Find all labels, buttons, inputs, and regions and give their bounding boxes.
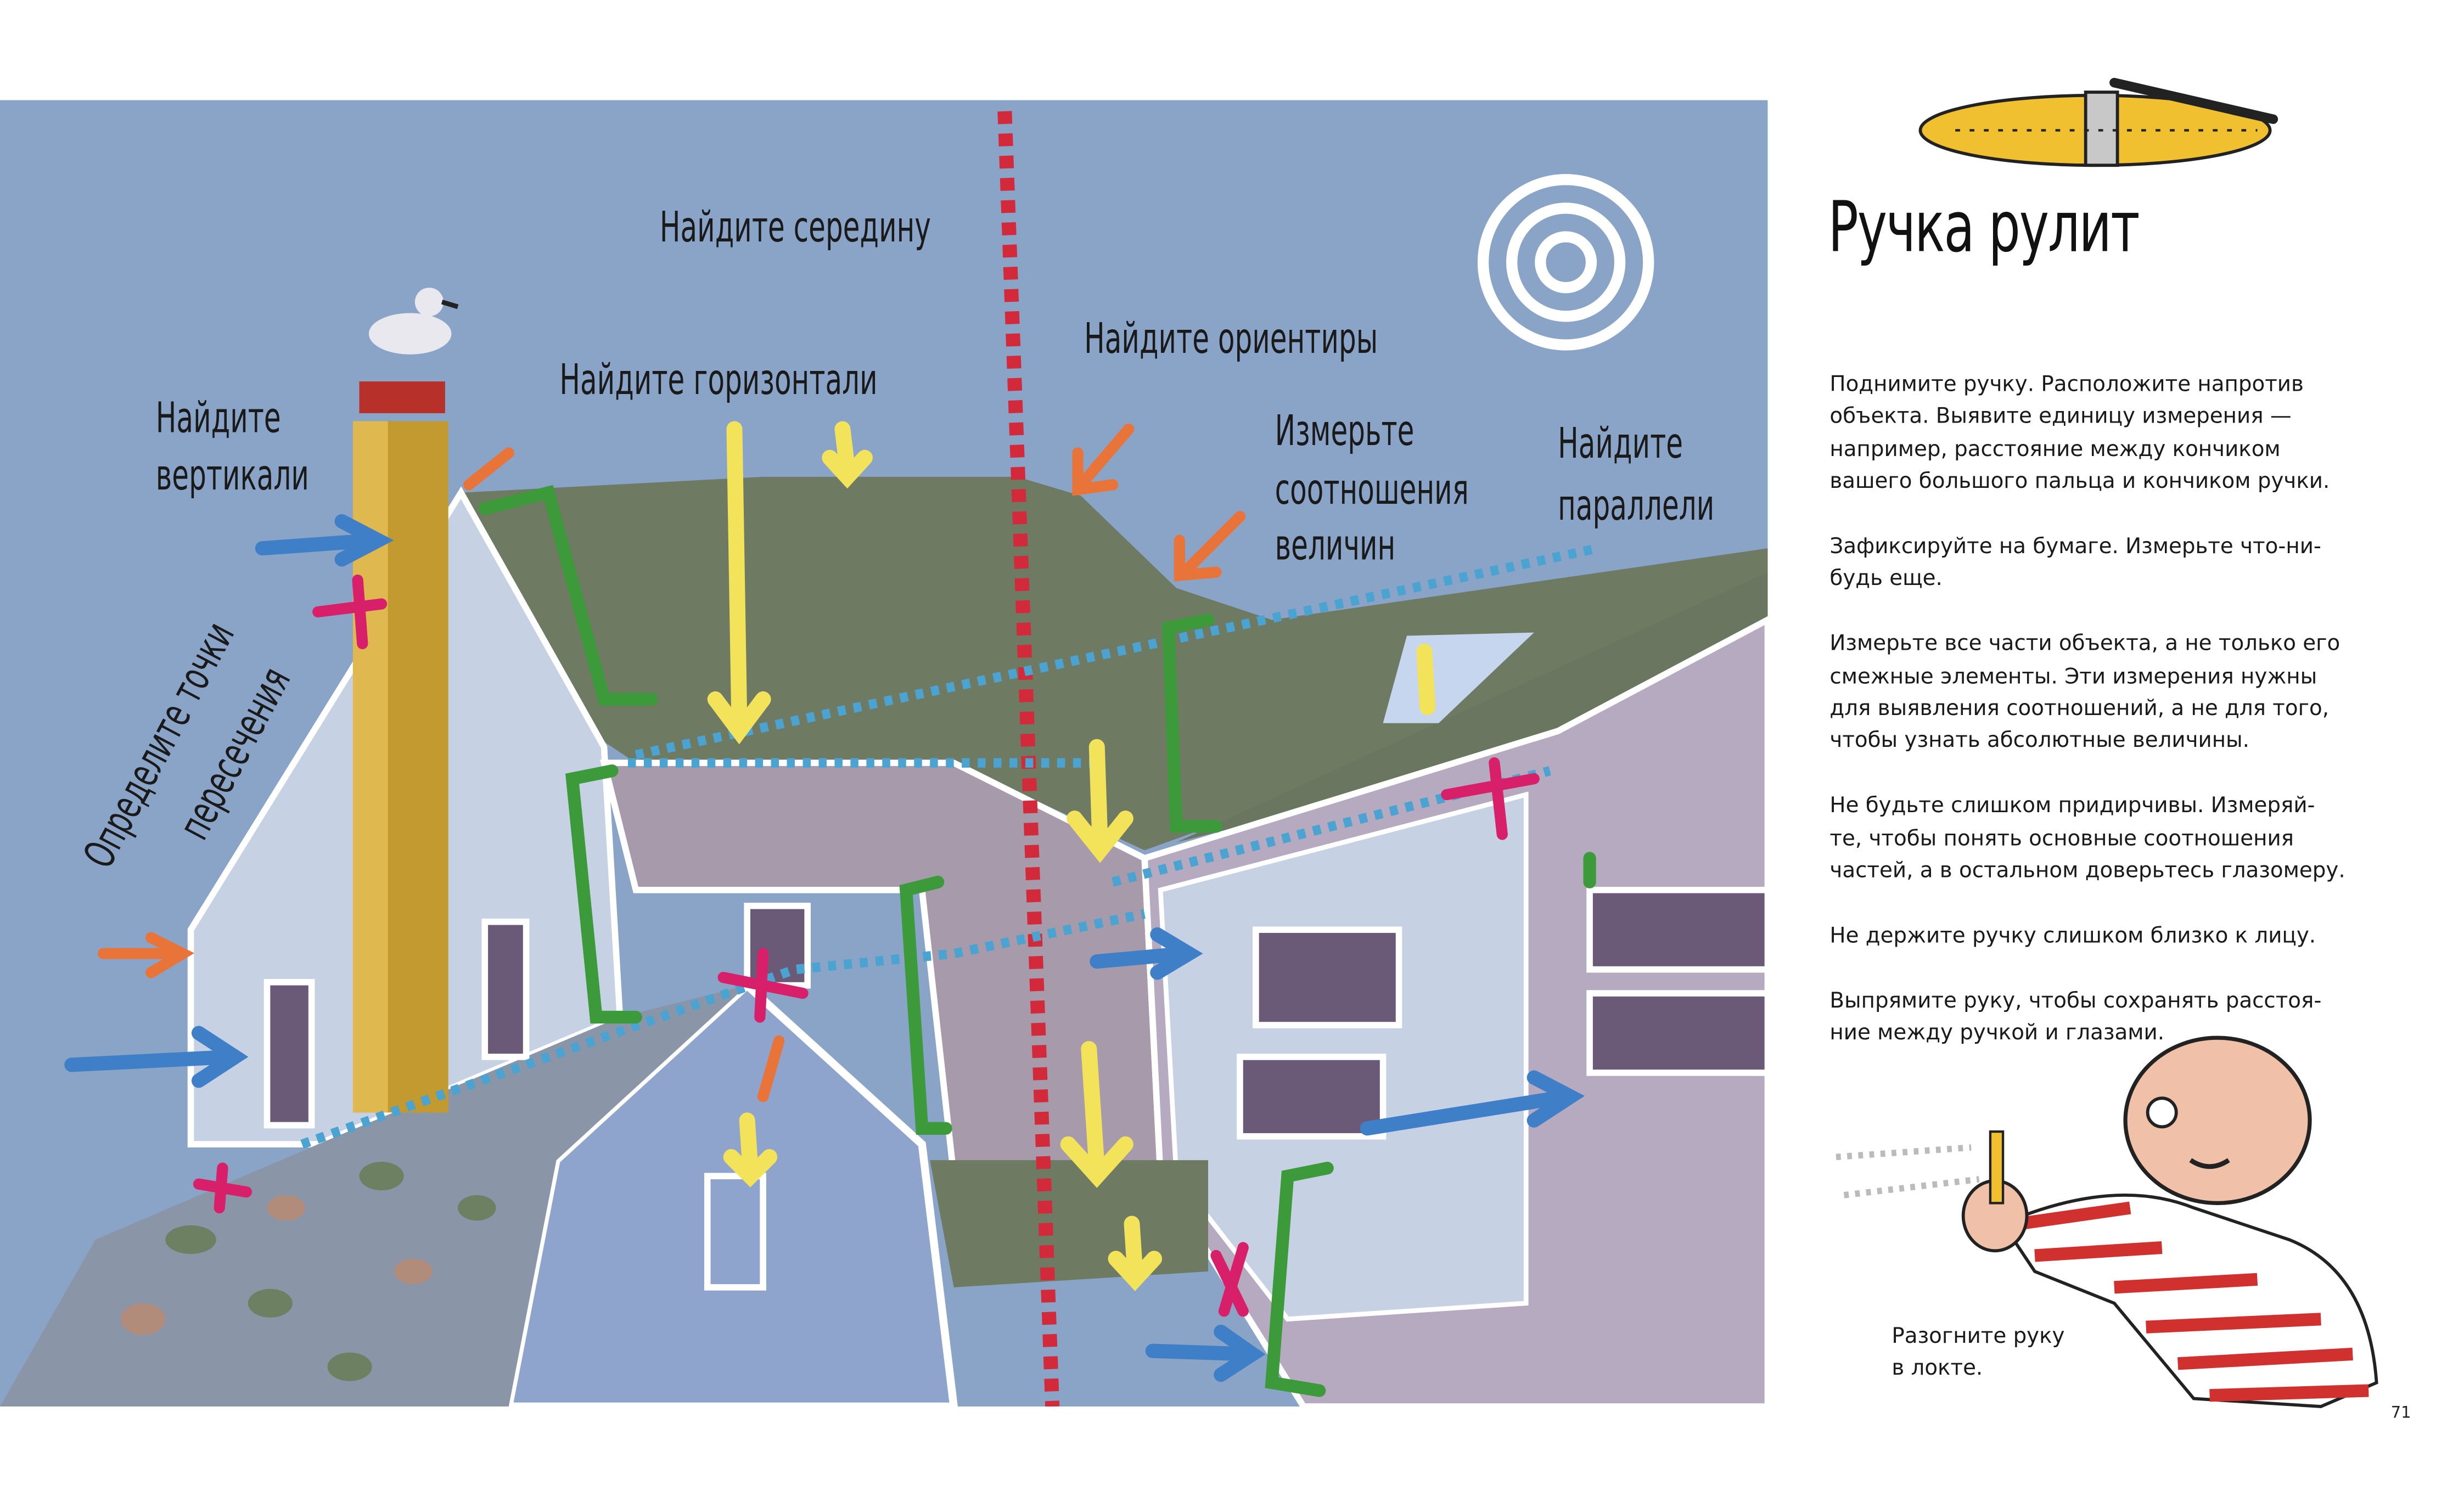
label-parallels-line2: параллели xyxy=(1558,481,1714,530)
parallel-dotted-lines xyxy=(300,543,1599,1149)
page-number: 71 xyxy=(2390,1405,2411,1423)
blue-arrows xyxy=(64,514,1585,1382)
label-find-landmarks: Найдите ориентиры xyxy=(1084,314,1378,363)
page-title: Ручка рулит xyxy=(1828,187,2140,269)
sun-swirl-icon xyxy=(1477,174,1654,351)
instructions-text: Поднимите ручку. Расположите напротив об… xyxy=(1829,370,2354,1084)
label-measure-line2: соотношения xyxy=(1275,465,1469,514)
pen-icon xyxy=(1918,77,2278,167)
seagull-icon xyxy=(368,288,459,355)
label-find-middle: Найдите середину xyxy=(660,203,931,252)
magenta-intersection-marks xyxy=(193,574,1540,1317)
yellow-arrows xyxy=(707,421,1436,1291)
stones xyxy=(121,1162,496,1381)
hill xyxy=(461,476,1768,851)
label-parallels-line1: Найдите xyxy=(1558,419,1683,468)
stone-wall xyxy=(0,985,748,1407)
paragraph: Зафиксируйте на бумаге. Измерьте что-ни-… xyxy=(1829,536,2321,592)
label-find-horizontals: Найдите горизонтали xyxy=(559,356,877,404)
paragraph: Не будьте слишком придирчивы. Измеряй- т… xyxy=(1829,795,2345,884)
label-find-verticals-line1: Найдите xyxy=(156,394,281,443)
paragraph: Выпрямите руку, чтобы сохранять расстоя-… xyxy=(1829,989,2322,1046)
paragraph: Не держите ручку слишком близко к лицу. xyxy=(1829,925,2316,949)
paragraph: Поднимите ручку. Расположите напротив об… xyxy=(1829,373,2330,495)
man-with-pen-illustration xyxy=(1836,1036,2378,1408)
label-measure-line1: Измерьте xyxy=(1275,407,1415,455)
label-find-verticals-line2: вертикали xyxy=(156,451,309,500)
orange-arrows xyxy=(98,423,1246,1102)
paragraph: Измерьте все части объекта, а не только … xyxy=(1829,633,2340,755)
illustration-caption: Разогните руку в локте. xyxy=(1892,1325,2065,1382)
low-roof xyxy=(930,1160,1209,1287)
label-measure-line3: величин xyxy=(1275,521,1396,570)
chimney-top xyxy=(359,381,445,413)
green-measure-marks xyxy=(478,485,1596,1397)
